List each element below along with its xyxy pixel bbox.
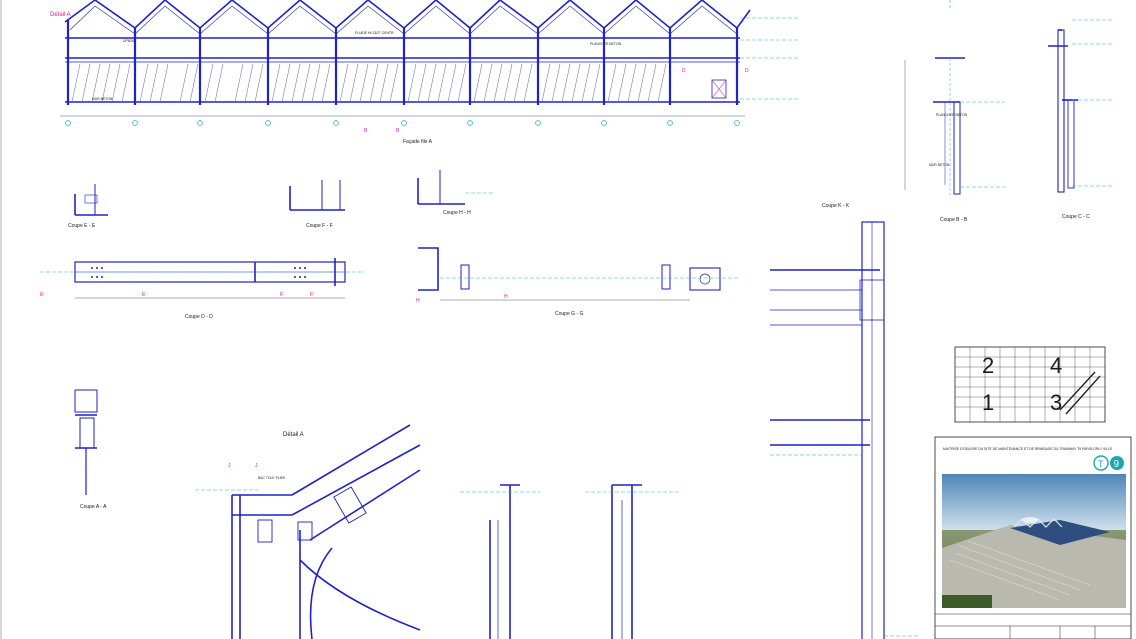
tramway-t-letter: T xyxy=(1098,459,1104,469)
detail-a: Détail A J J BAC TOLE PLIEE xyxy=(195,424,421,639)
coupe-b-b: PLANCHER BETON MUR BETON Coupe B - B xyxy=(904,0,1005,223)
svg-text:B: B xyxy=(396,128,400,134)
coupe-g-g-title: Coupe G - G xyxy=(555,311,583,317)
tramway-t-badge xyxy=(1093,455,1109,471)
coupe-k-k-title: Coupe K - K xyxy=(822,203,850,209)
svg-text:D: D xyxy=(745,68,749,74)
coupe-c-c: Coupe C - C xyxy=(1048,19,1112,220)
coupe-g-g: H H Coupe G - G xyxy=(416,247,740,317)
title-block-header: MAITRISE D'OEUVRE DU SITE DE MAINTENANCE… xyxy=(943,447,1113,451)
svg-text:F: F xyxy=(280,292,283,298)
mur-label: MUR BETON xyxy=(92,97,113,101)
coupe-c-c-title: Coupe C - C xyxy=(1062,214,1090,220)
svg-text:J: J xyxy=(228,463,231,469)
uplink-label: UPN260 xyxy=(123,39,136,43)
key-plan-zone-4: 4 xyxy=(1050,353,1062,378)
detail-a-title: Détail A xyxy=(283,432,304,438)
coupe-d-d: E E F F Coupe D - D xyxy=(40,258,365,320)
coupe-a-a-title: Coupe A - A xyxy=(80,504,107,510)
fluide-label: FLUIDE Ht 23/27 CENTR. xyxy=(355,31,394,35)
svg-text:B: B xyxy=(364,128,368,134)
svg-text:BAC TOLE PLIEE: BAC TOLE PLIEE xyxy=(258,476,286,480)
key-plan-zone-1: 1 xyxy=(982,390,994,415)
tramway-line-number: 9 xyxy=(1114,459,1120,470)
title-block: MAITRISE D'OEUVRE DU SITE DE MAINTENANCE… xyxy=(934,436,1132,639)
svg-text:H: H xyxy=(504,294,508,300)
svg-text:PLANCHER BETON: PLANCHER BETON xyxy=(936,113,968,117)
coupe-d-d-title: Coupe D - D xyxy=(185,314,213,320)
facade-title: Façade file A xyxy=(403,139,433,145)
key-plan-zone-2: 2 xyxy=(982,353,994,378)
svg-text:E: E xyxy=(40,292,44,298)
svg-text:D: D xyxy=(682,68,686,74)
svg-text:J: J xyxy=(255,463,258,469)
key-plan-zone-3: 3 xyxy=(1050,390,1062,415)
aerial-rendering-image xyxy=(942,474,1126,608)
bottom-sections xyxy=(460,484,680,639)
key-plan: 2 4 1 3 xyxy=(954,346,1106,423)
coupe-f-f: Coupe F - F xyxy=(289,180,345,229)
coupe-k-k: Coupe K - K xyxy=(770,203,920,639)
coupe-h-h-title: Coupe H - H xyxy=(443,210,471,216)
coupe-b-b-title: Coupe B - B xyxy=(940,217,968,223)
sawtooth-roof xyxy=(64,0,751,30)
svg-text:MUR BETON: MUR BETON xyxy=(929,163,950,167)
svg-text:E: E xyxy=(142,292,146,298)
facade-elevation: Détail A UPN260 FLUIDE Ht 23/27 CENTR. P… xyxy=(50,0,800,145)
plancher-label: PLANCHER BETON xyxy=(590,42,622,46)
coupe-a-a: Coupe A - A xyxy=(74,389,107,510)
coupe-h-h: Coupe H - H xyxy=(417,170,495,216)
wall-hatching xyxy=(71,63,667,103)
detail-a-callout: Détail A xyxy=(50,12,71,18)
svg-text:F: F xyxy=(310,292,313,298)
coupe-e-e: Coupe E - E xyxy=(68,184,108,229)
svg-text:H: H xyxy=(416,298,420,304)
coupe-e-e-title: Coupe E - E xyxy=(68,223,96,229)
tramway-line-badge xyxy=(1110,456,1124,470)
coupe-f-f-title: Coupe F - F xyxy=(306,223,333,229)
